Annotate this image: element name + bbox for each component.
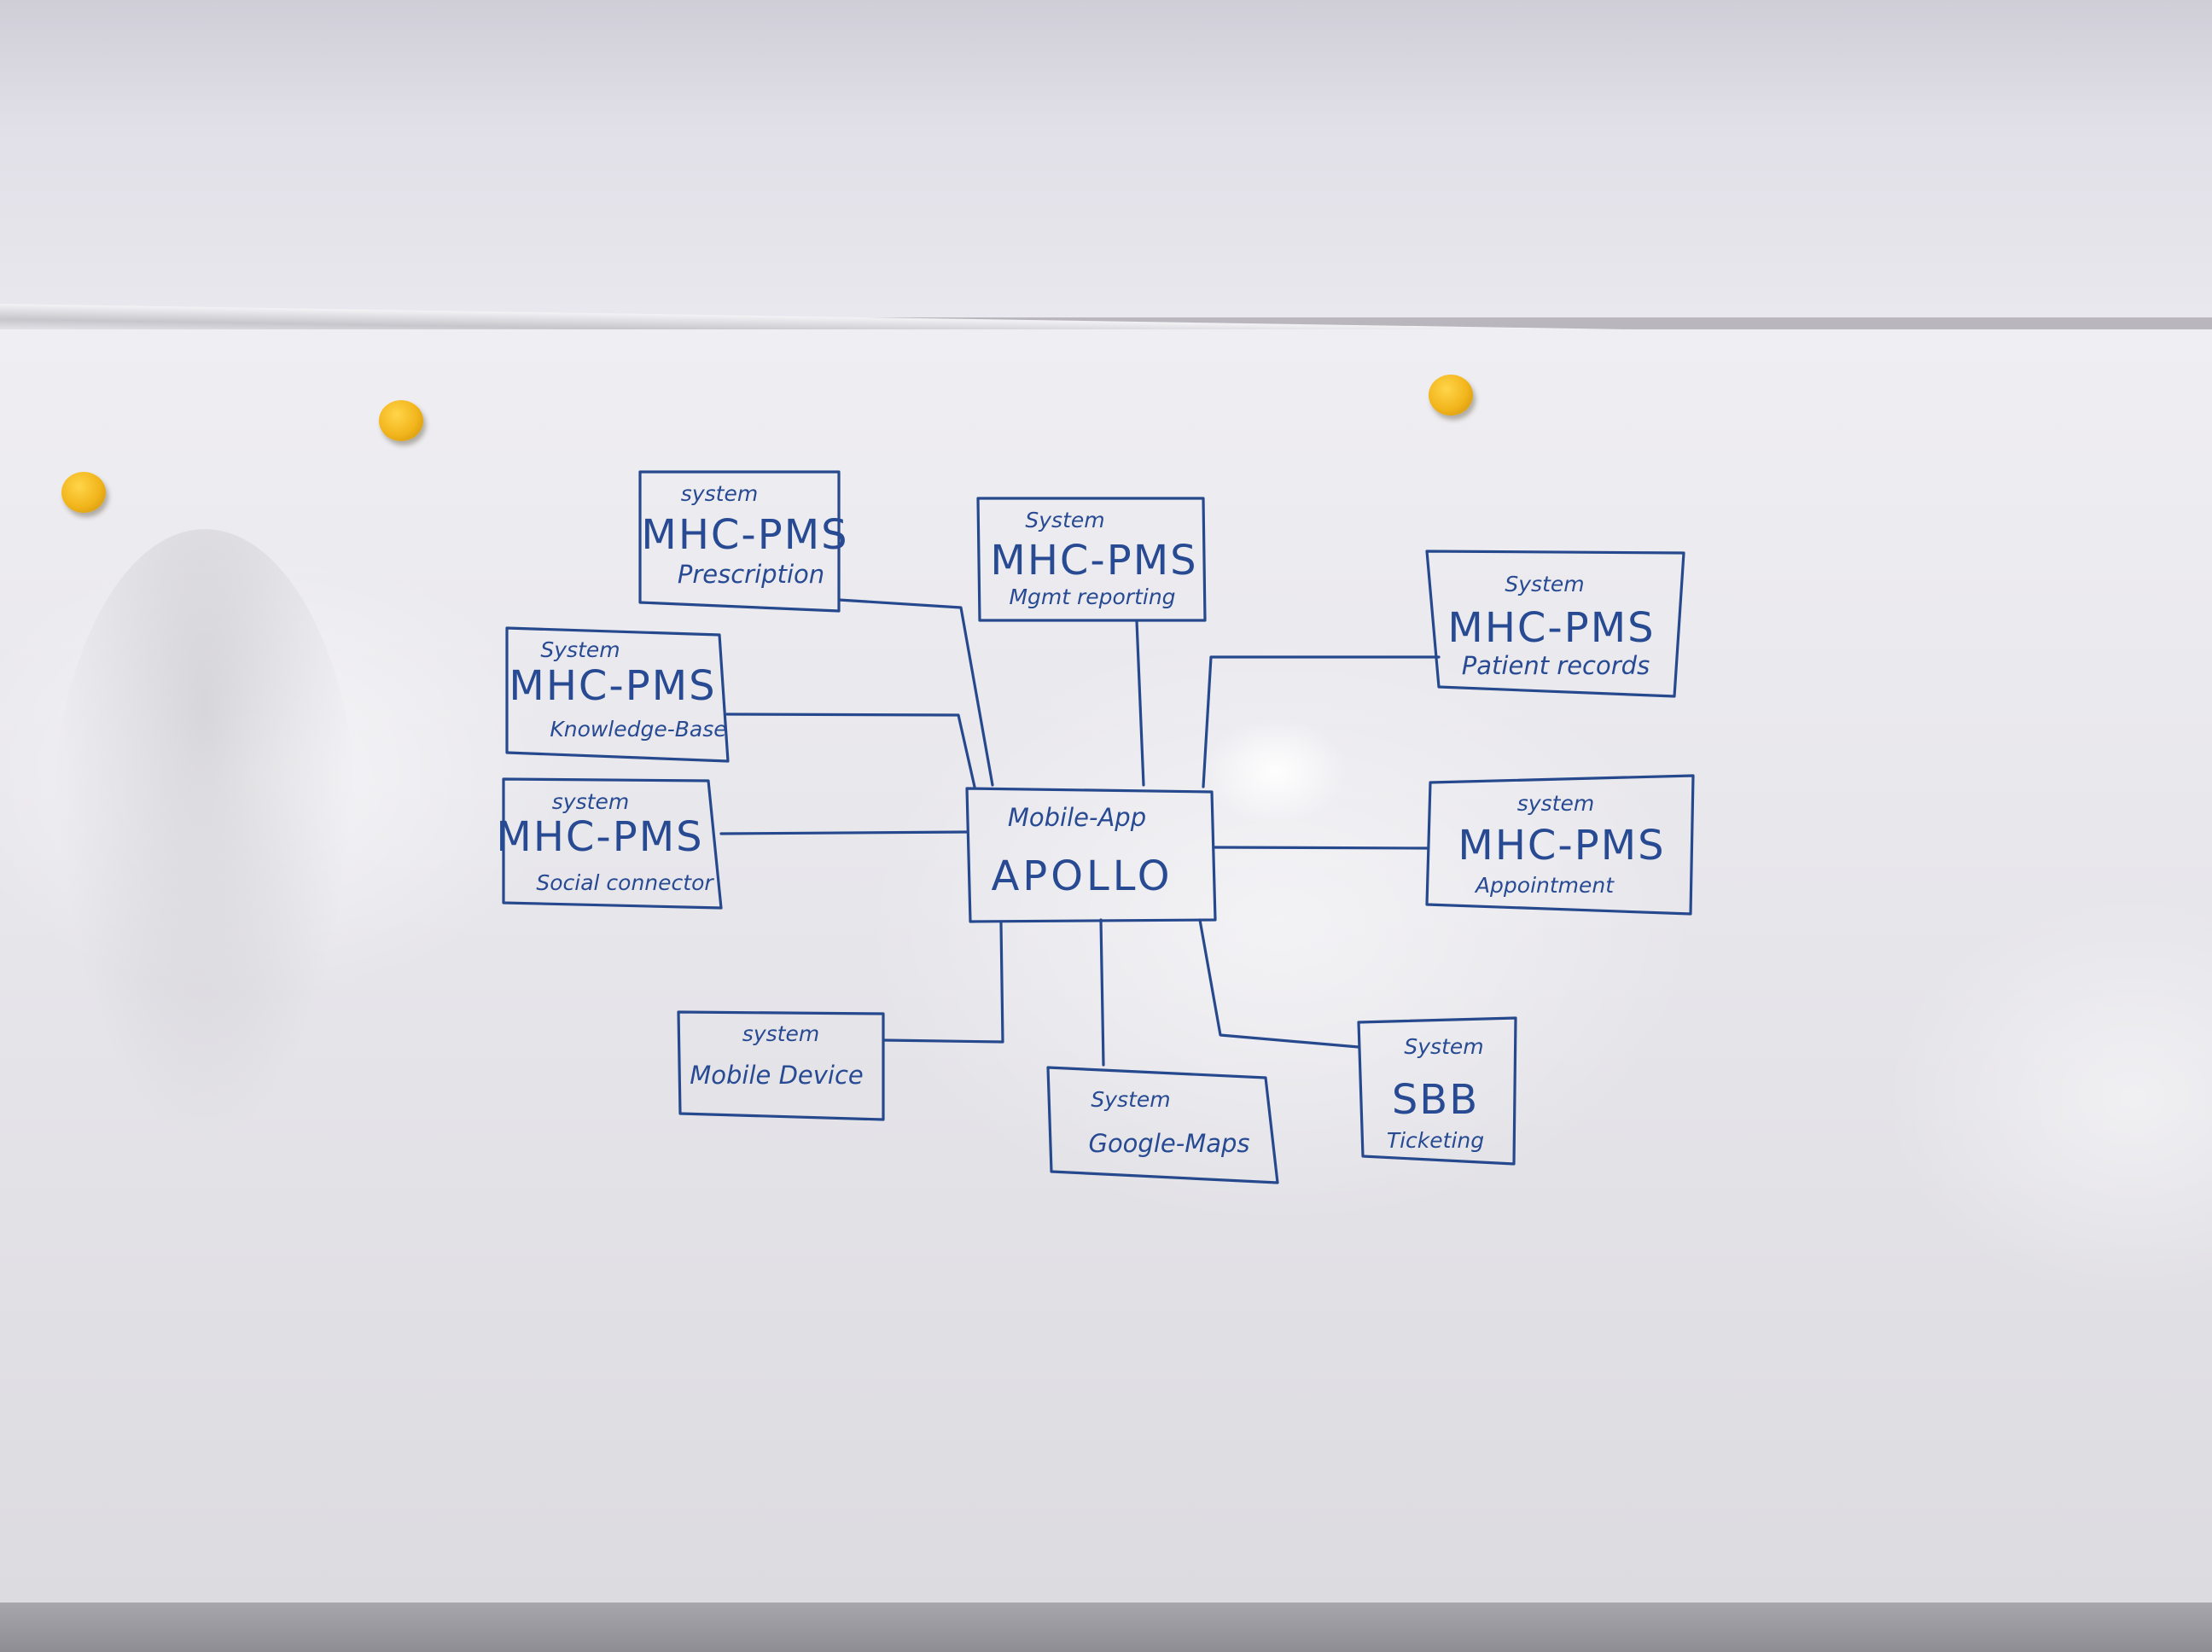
node-type-label: System (540, 637, 620, 662)
whiteboard (0, 329, 2212, 1609)
node-type-label: System (1505, 572, 1584, 596)
node-type-label: system (552, 789, 629, 814)
node-type-label: system (1517, 791, 1594, 816)
edge-prescription (837, 598, 994, 787)
node-subtitle: Mobile Device (690, 1061, 864, 1090)
node-box-social (502, 777, 723, 910)
node-title: MHC-PMS (509, 662, 716, 710)
node-box-device (677, 1010, 885, 1121)
node-subtitle: Patient records (1462, 651, 1650, 680)
node-subtitle: Mgmt reporting (1009, 585, 1175, 609)
edge-patient (1202, 655, 1441, 788)
node-type-label: System (1404, 1034, 1483, 1059)
node-boxes (502, 470, 1695, 1184)
node-subtitle: Knowledge-Base (550, 717, 726, 742)
node-subtitle: Google-Maps (1088, 1129, 1249, 1158)
photographer-shadow (51, 529, 358, 1143)
edge-sbb (1198, 918, 1360, 1049)
node-subtitle: Prescription (678, 560, 824, 589)
node-box-sbb (1357, 1016, 1517, 1166)
center-name-label: APOLLO (991, 852, 1173, 900)
node-type-label: system (742, 1021, 819, 1046)
node-type-label: System (1025, 508, 1104, 532)
edge-appointment (1214, 846, 1429, 850)
node-labels: Mobile-App APOLLO system MHC-PMS Prescri… (496, 481, 1665, 1158)
edge-social (719, 830, 969, 835)
node-title: MHC-PMS (1447, 604, 1655, 652)
magnet-right (1429, 375, 1473, 416)
node-box-maps (1046, 1066, 1279, 1184)
node-title: MHC-PMS (1458, 822, 1665, 870)
node-box-patient (1425, 550, 1685, 698)
node-type-label: System (1091, 1087, 1170, 1112)
node-box-prescription (638, 470, 841, 613)
node-box-apollo (965, 787, 1217, 923)
node-subtitle: Social connector (536, 870, 714, 895)
node-title: MHC-PMS (641, 511, 848, 559)
node-box-mgmt (976, 497, 1207, 622)
edge-maps (1099, 918, 1105, 1067)
node-box-appointment (1425, 774, 1695, 916)
magnet-left (61, 472, 106, 513)
whiteboard-bottom-frame (0, 1603, 2212, 1652)
node-title: SBB (1392, 1076, 1479, 1124)
node-subtitle: Ticketing (1387, 1128, 1484, 1153)
center-type-label: Mobile-App (1008, 803, 1146, 832)
node-type-label: system (681, 481, 758, 506)
edge-mgmt (1135, 620, 1145, 787)
magnet-middle (379, 400, 423, 441)
node-title: MHC-PMS (496, 813, 703, 861)
node-title: MHC-PMS (990, 537, 1197, 585)
node-subtitle: Appointment (1474, 873, 1615, 898)
connector-lines (719, 598, 1441, 1067)
node-box-knowledge (505, 626, 730, 763)
edge-device (882, 922, 1004, 1044)
edge-knowledge (725, 713, 976, 788)
upper-whiteboard (0, 0, 2212, 317)
